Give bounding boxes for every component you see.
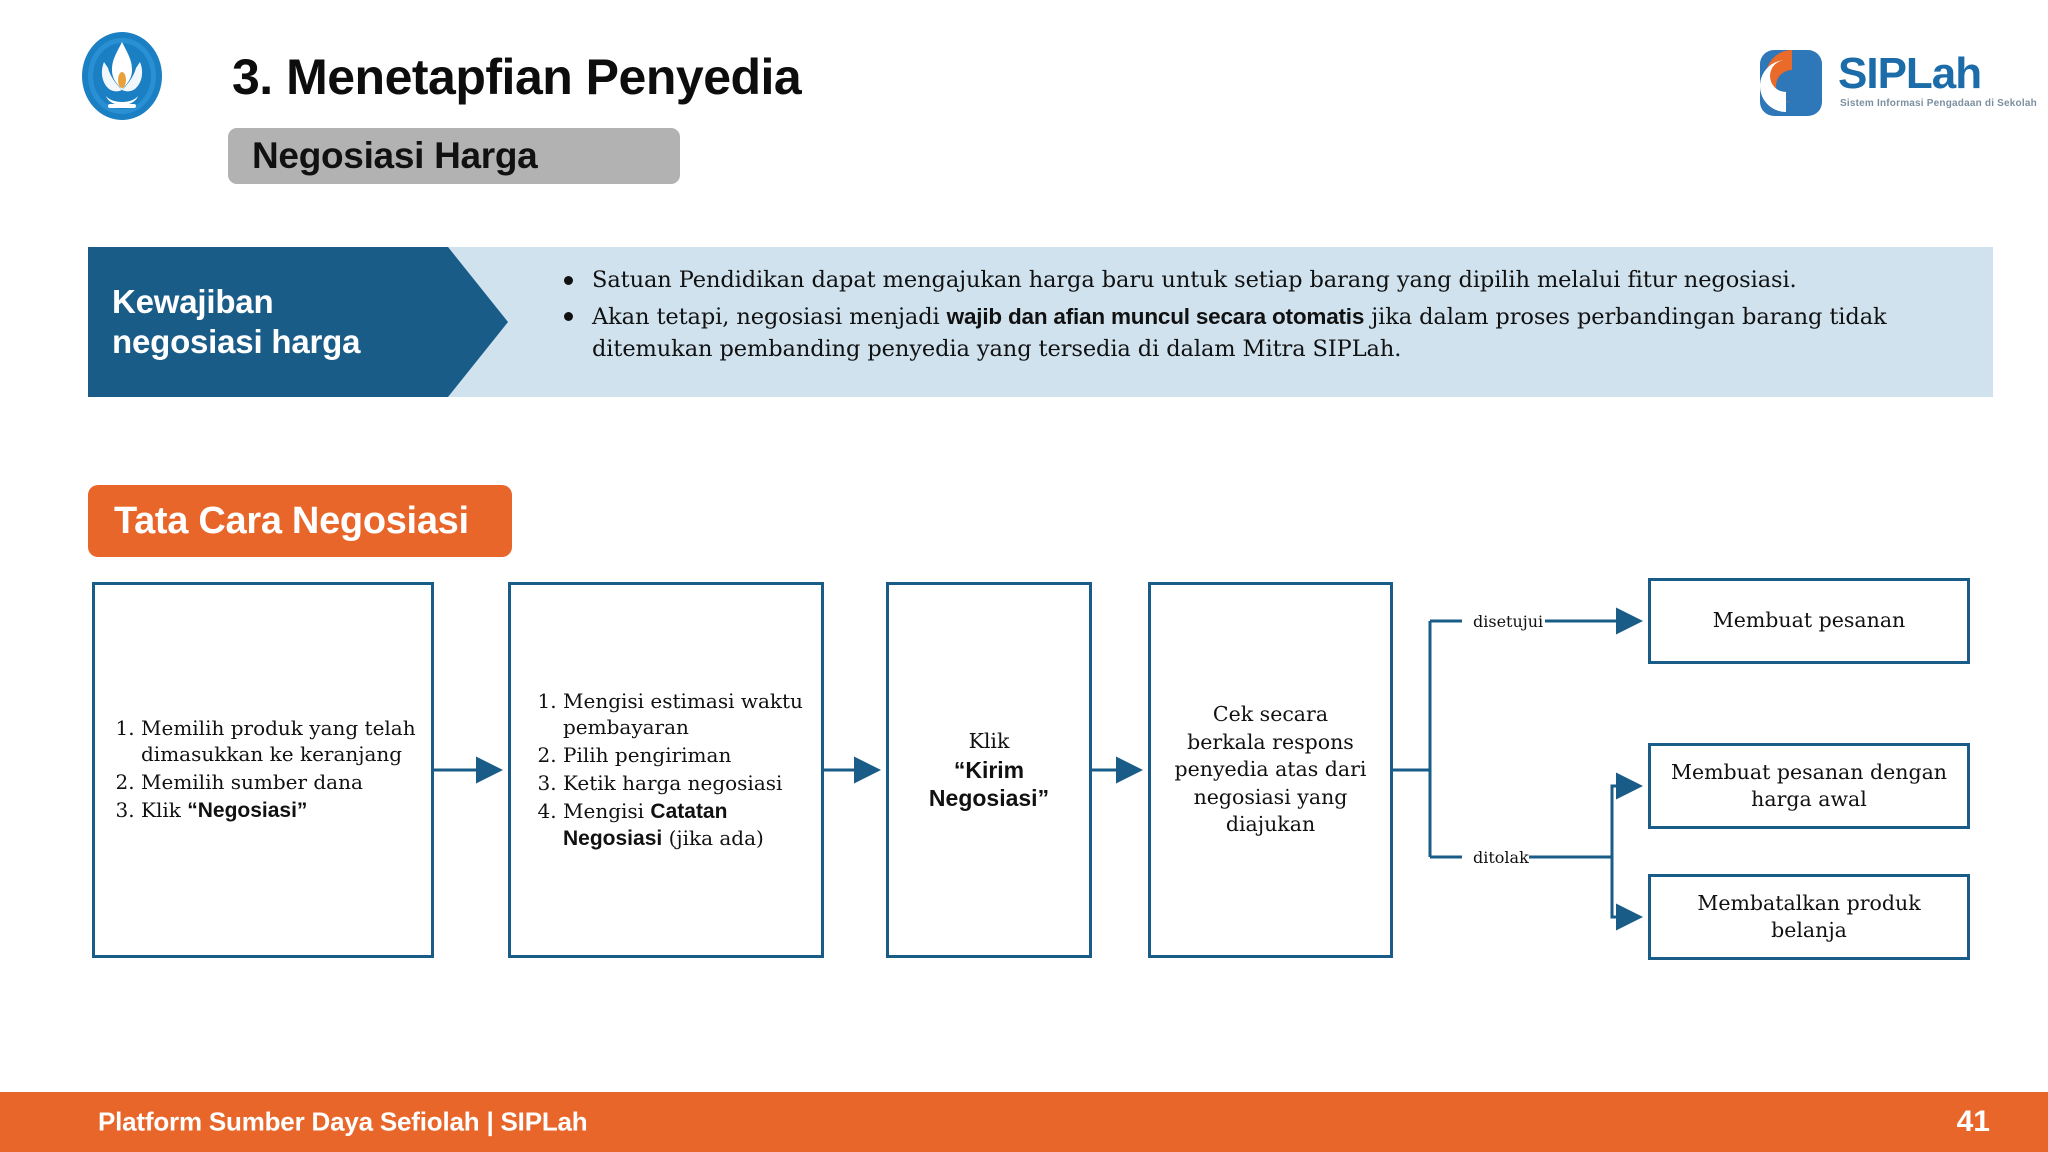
siplah-mark-icon <box>1746 42 1830 120</box>
callout-bullet-text: Satuan Pendidikan dapat mengajukan harga… <box>592 267 1797 293</box>
list-item: Memilih sumber dana <box>141 769 421 795</box>
subtitle-pill: Negosiasi Harga <box>228 128 680 184</box>
flow-box-4: Cek secara berkala respons penyedia atas… <box>1148 582 1393 958</box>
branch-label-rejected: ditolak <box>1473 848 1529 867</box>
subtitle-text: Negosiasi Harga <box>252 135 538 176</box>
step-text: Memilih sumber dana <box>141 770 363 795</box>
flow-box-3-text: Klik “Kirim Negosiasi” <box>889 728 1089 812</box>
list-item: Memilih produk yang telah dimasukkan ke … <box>141 715 421 767</box>
siplah-tagline: Sistem Informasi Pengadaan di Sekolah <box>1840 98 2037 109</box>
flow-outcome-3: Membatalkan produk belanja <box>1648 874 1970 960</box>
flow-outcome-1: Membuat pesanan <box>1648 578 1970 664</box>
step-text: Mengisi <box>563 798 651 823</box>
callout-bullet-emphasis: wajib dan afian muncul secara otomatis <box>946 303 1365 329</box>
flow-outcome-2-text: Membuat pesanan dengan harga awal <box>1670 759 1947 811</box>
footer-page-number: 41 <box>1956 1105 1990 1138</box>
step-text: Pilih pengiriman <box>563 742 732 767</box>
section-badge-label: Tata Cara Negosiasi <box>114 499 469 542</box>
list-item: Pilih pengiriman <box>563 742 811 768</box>
footer-text: Platform Sumber Daya Sefiolah | SIPLah <box>98 1106 588 1137</box>
flow-box-3-line2: “Kirim Negosiasi” <box>928 756 1050 811</box>
callout-label-arrow: Kewajiban negosiasi harga <box>88 247 508 397</box>
callout-bullet-list: Satuan Pendidikan dapat mengajukan harga… <box>558 265 1971 370</box>
section-badge-tata-cara: Tata Cara Negosiasi <box>88 485 512 557</box>
step-emphasis: “Negosiasi” <box>187 799 308 823</box>
callout-label-line1: Kewajiban <box>112 282 274 320</box>
step-text: Mengisi estimasi waktu pembayaran <box>563 688 803 739</box>
step-text-tail: (jika ada) <box>662 826 764 850</box>
flow-box-1: Memilih produk yang telah dimasukkan ke … <box>92 582 434 958</box>
flow-box-3-line1: Klik <box>968 729 1010 754</box>
footer-bar: Platform Sumber Daya Sefiolah | SIPLah 4… <box>0 1092 2048 1152</box>
list-item: Mengisi Catatan Negosiasi (jika ada) <box>563 798 811 853</box>
flow-outcome-3-text: Membatalkan produk belanja <box>1697 890 1921 942</box>
callout-bullet: Akan tetapi, negosiasi menjadi wajib dan… <box>558 301 1971 366</box>
siplah-wordmark: SIPLah <box>1838 49 1982 98</box>
step-text: Ketik harga negosiasi <box>563 770 783 795</box>
kemdikbud-logo-icon <box>78 28 166 124</box>
branch-label-approved: disetujui <box>1473 612 1544 631</box>
obligation-callout: Kewajiban negosiasi harga Satuan Pendidi… <box>88 247 1993 397</box>
siplah-logo: SIPLah Sistem Informasi Pengadaan di Sek… <box>1746 38 2037 124</box>
list-item: Klik “Negosiasi” <box>141 797 421 824</box>
step-emphasis: Catatan Negosiasi <box>563 799 728 850</box>
flow-box-2-steps: Mengisi estimasi waktu pembayaran Pilih … <box>511 688 821 853</box>
step-text: Klik <box>141 798 188 823</box>
flow-box-1-steps: Memilih produk yang telah dimasukkan ke … <box>95 715 431 824</box>
page-title: 3. Menetapfian Penyedia <box>232 49 802 105</box>
flow-box-4-text: Cek secara berkala respons penyedia atas… <box>1174 702 1367 837</box>
list-item: Ketik harga negosiasi <box>563 770 811 796</box>
callout-label-line2: negosiasi harga <box>112 323 361 360</box>
list-item: Mengisi estimasi waktu pembayaran <box>563 688 811 740</box>
flow-box-2: Mengisi estimasi waktu pembayaran Pilih … <box>508 582 824 958</box>
callout-bullet-text-tail: jika dalam proses perbandingan barang ti… <box>592 303 1887 362</box>
callout-bullet-text: Akan tetapi, negosiasi menjadi <box>592 303 947 330</box>
flow-box-3: Klik “Kirim Negosiasi” <box>886 582 1092 958</box>
flow-outcome-1-text: Membuat pesanan <box>1712 608 1906 633</box>
step-text: Memilih produk yang telah dimasukkan ke … <box>141 716 416 767</box>
callout-bullet: Satuan Pendidikan dapat mengajukan harga… <box>558 265 1971 297</box>
flow-outcome-2: Membuat pesanan dengan harga awal <box>1648 743 1970 829</box>
